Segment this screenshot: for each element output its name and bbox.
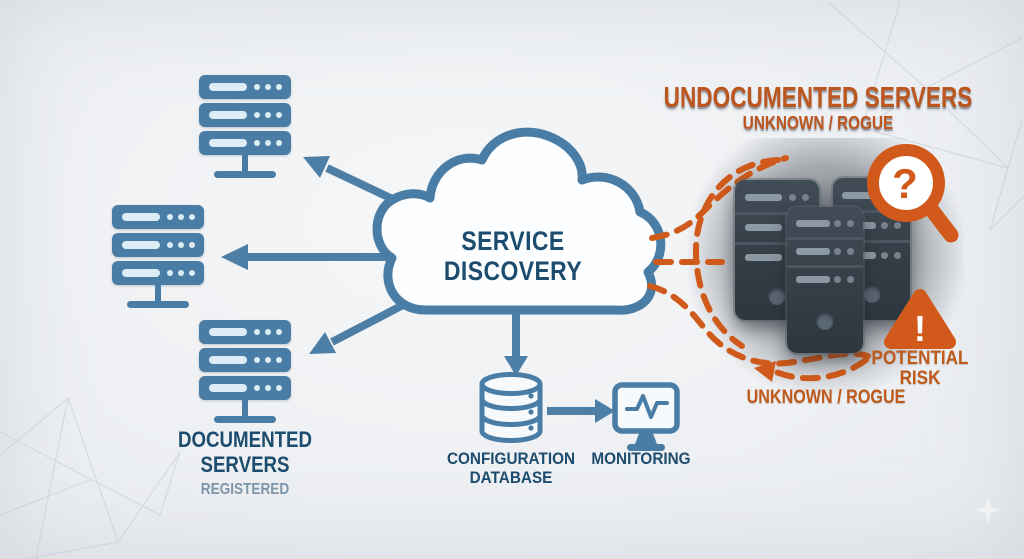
cloud-icon: [372, 127, 666, 315]
arrow-to-middle-left-server: [221, 244, 392, 270]
config-label-line1: CONFIGURATION: [446, 449, 576, 468]
cloud-label-line1: SERVICE: [461, 226, 565, 256]
server-shelf: [112, 205, 204, 229]
pulse-line-icon: [625, 394, 669, 419]
cloud-outline: [372, 127, 666, 315]
server-shelf: [112, 233, 204, 257]
server-shelf: [199, 103, 291, 127]
documented-server-icon: [199, 75, 291, 178]
monitoring-label: MONITORING: [591, 449, 691, 468]
server-shelf: [199, 75, 291, 99]
cloud-label: SERVICE DISCOVERY: [343, 226, 683, 286]
arrow-to-bottom-left-server: [309, 287, 432, 354]
unknown-rogue-subtitle: UNKNOWN / ROGUE: [742, 113, 894, 133]
documented-server-icon: [112, 205, 204, 308]
registered-sublabel: REGISTERED: [200, 481, 290, 498]
server-shelf: [199, 376, 291, 400]
documented-servers-label: DOCUMENTED SERVERS REGISTERED: [75, 427, 415, 499]
arrow-database-to-monitoring: [547, 399, 615, 423]
undocumented-servers-title: UNDOCUMENTED SERVERS: [663, 82, 973, 114]
server-shelf: [112, 261, 204, 285]
cloud-label-line2: DISCOVERY: [443, 256, 583, 286]
rogue-server-tower-front: [787, 207, 863, 353]
arrow-to-top-left-server: [303, 156, 422, 216]
monitor-icon: [612, 382, 680, 451]
documented-label-line1: DOCUMENTED: [177, 427, 313, 452]
sparkle-decoration: [974, 496, 1002, 524]
database-icon: [479, 372, 543, 443]
arrow-cloud-to-database: [504, 312, 528, 376]
server-shelf: [199, 320, 291, 344]
config-label-line2: DATABASE: [469, 468, 553, 487]
configuration-database-label: CONFIGURATION DATABASE: [331, 449, 691, 487]
documented-server-icon: [199, 320, 291, 423]
documented-label-line2: SERVERS: [200, 452, 290, 477]
server-shelf: [199, 131, 291, 155]
server-shelf: [199, 348, 291, 372]
